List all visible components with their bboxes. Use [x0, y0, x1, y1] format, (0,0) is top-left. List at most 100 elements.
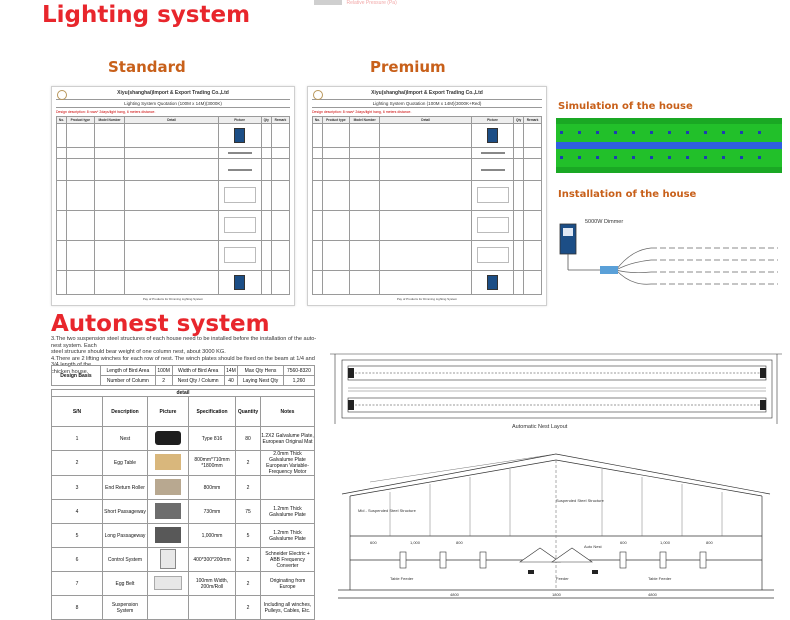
basis-cell: Max Qty Hens: [237, 365, 284, 376]
desc-cell: Egg Belt: [102, 571, 148, 596]
dimmer-device-image: [234, 274, 246, 290]
standard-quotation-sheet: Xiyu(shanghai)Import & Export Trading Co…: [51, 86, 295, 306]
qty-cell: 80: [235, 426, 261, 451]
table-row: [56, 147, 291, 159]
desc-cell: Control System: [102, 547, 148, 572]
table-row: [56, 158, 291, 181]
quotation-title: Lighting System Quotation (100M x 14M)(3…: [312, 99, 542, 108]
table-feeder-label: Table Feeder: [390, 576, 414, 581]
picture-cell: [147, 475, 189, 500]
bottom-dim: 1800: [552, 592, 561, 597]
table-row: 2 Egg Table 800mm*710mm *1800mm 2 2.0mm …: [51, 450, 315, 476]
basis-cell: Laying Nest Qty: [237, 375, 284, 386]
quotation-table: No. Product type Model Number Detail Pic…: [56, 116, 291, 295]
qty-cell: 75: [235, 499, 261, 524]
simulation-image: [556, 118, 782, 173]
intro-line: 3.The two suspension steel structures of…: [51, 336, 317, 349]
qty-cell: 2: [235, 595, 261, 620]
table-feeder-label: Table Feeder: [648, 576, 672, 581]
spec-cell: [188, 595, 236, 620]
detail-label: detail: [51, 389, 315, 397]
sn-cell: 4: [51, 499, 103, 524]
short-passageway-image: [155, 502, 181, 519]
note-cell: 1.2mm Thick Galvalume Plate: [260, 523, 315, 548]
nest-image: [155, 430, 181, 445]
picture-cell: [147, 571, 189, 596]
col-header: S/N: [51, 396, 103, 427]
design-basis-label: Design Basis: [51, 365, 101, 386]
spec-cell: 1,000mm: [188, 523, 236, 548]
sn-cell: 2: [51, 450, 103, 476]
col-header: Qty: [260, 116, 272, 124]
picture-cell: [147, 426, 189, 451]
long-passageway-image: [155, 526, 181, 543]
note-cell: Including all winches, Pulleys, Cables, …: [260, 595, 315, 620]
sn-cell: 8: [51, 595, 103, 620]
spec-cell: Type 816: [188, 426, 236, 451]
intro-line: steel structure should bear weight of on…: [51, 349, 226, 355]
note-cell: Schneider Electric + ABB Frequency Conve…: [260, 547, 315, 572]
qty-cell: 2: [235, 571, 261, 596]
basis-cell: 40: [223, 375, 239, 386]
col-header: Remark: [523, 116, 542, 124]
sn-cell: 1: [51, 426, 103, 451]
roller-image: [155, 478, 181, 495]
qty-cell: 2: [235, 475, 261, 500]
col-header: Detail: [379, 116, 472, 124]
table-row: 8 Suspension System 2 Including all winc…: [51, 595, 315, 620]
light-spectrum-image: [223, 217, 256, 233]
picture-cell: [147, 547, 189, 572]
sheet-footer: Pay of Products for Dimming Lighting Sys…: [142, 297, 204, 301]
basis-cell: Number of Column: [100, 375, 156, 386]
company-name: Xiyu(shanghai)Import & Export Trading Co…: [371, 90, 483, 96]
lighting-system-heading: Lighting system: [42, 2, 251, 28]
table-row: [56, 210, 291, 241]
spec-cell: 800mm: [188, 475, 236, 500]
table-row: [312, 270, 542, 295]
table-row: 5 Long Passageway 1,000mm 5 1.2mm Thick …: [51, 523, 315, 548]
company-logo: [313, 90, 323, 100]
bottom-dim: 4800: [450, 592, 459, 597]
col-header: Picture: [470, 116, 515, 124]
faint-bar: [314, 0, 342, 5]
col-header: Detail: [124, 116, 219, 124]
premium-quotation-sheet: Xiyu(shanghai)Import & Export Trading Co…: [307, 86, 547, 306]
standard-heading: Standard: [108, 58, 186, 76]
spec-cell: 400*300*200mm: [188, 547, 236, 572]
desc-cell: Long Passageway: [102, 523, 148, 548]
dimmer-device-image: [234, 127, 246, 143]
detail-table: detail S/N Description Picture Specifica…: [51, 389, 315, 620]
table-row: [312, 123, 542, 148]
company-logo: [57, 90, 67, 100]
table-row: [312, 210, 542, 241]
table-row: 6 Control System 400*300*200mm 2 Schneid…: [51, 547, 315, 572]
dim-label: 800: [706, 540, 713, 545]
col-header: Qty: [513, 116, 525, 124]
plan-title: Automatic Nest Layout: [512, 424, 568, 430]
basis-cell: 14M: [223, 365, 239, 376]
picture-cell: [147, 595, 189, 620]
sheet-footer: Pay of Products for Dimming Lighting Sys…: [396, 297, 458, 301]
faint-text: Relative Pressure (Pa): [346, 0, 397, 6]
quotation-table: No. Product type Model Number Detail Pic…: [312, 116, 542, 295]
basis-cell: Nest Qty / Column: [171, 375, 225, 386]
note-cell: Originating from Europe: [260, 571, 315, 596]
basis-cell: 7560-8320: [282, 365, 316, 376]
note-cell: 2.0mm Thick Galvalume Plate European Var…: [260, 450, 315, 476]
autonest-heading: Autonest system: [51, 311, 270, 337]
desc-cell: Suspension System: [102, 595, 148, 620]
col-header: No.: [312, 116, 323, 124]
col-header: Quantity: [235, 396, 261, 427]
desc-cell: Egg Table: [102, 450, 148, 476]
table-row: [312, 158, 542, 181]
company-name: Xiyu(shanghai)Import & Export Trading Co…: [117, 90, 229, 96]
dimmer-device-image: [487, 274, 499, 290]
basis-cell: 100M: [154, 365, 173, 376]
cable-image: [227, 168, 252, 171]
col-header: No.: [56, 116, 67, 124]
light-spectrum-image: [476, 217, 509, 233]
sn-cell: 3: [51, 475, 103, 500]
basis-cell: 2: [154, 375, 173, 386]
design-basis-table: Design Basis Length of Bird Area 100M Wi…: [51, 365, 316, 386]
table-row: [312, 147, 542, 159]
